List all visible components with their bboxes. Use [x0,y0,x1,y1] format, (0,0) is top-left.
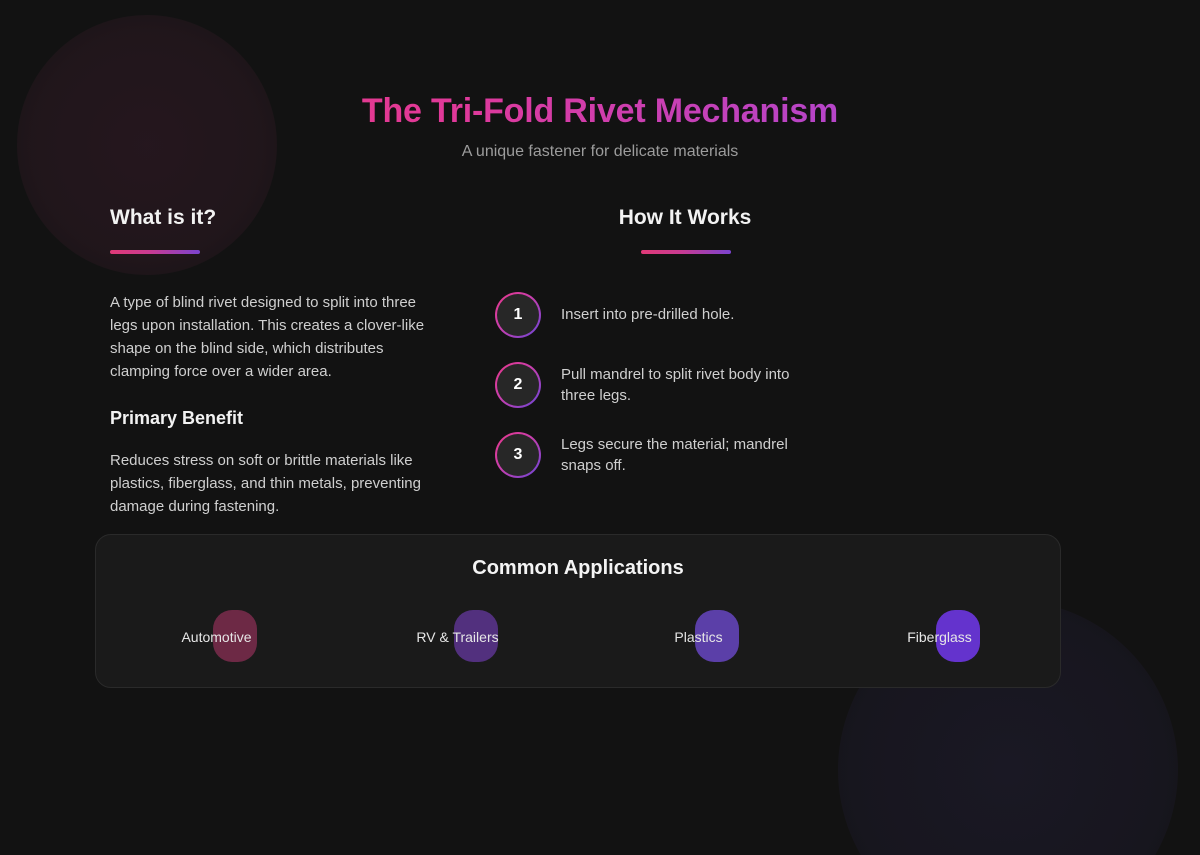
car-icon [212,610,257,662]
step-number: 2 [513,376,523,394]
content-columns: What is it? A type of blind rivet design… [0,205,1200,519]
step-description: Legs secure the material; mandrel snaps … [561,435,788,475]
common-applications-card: Common Applications Automotive RV & Trai… [95,534,1061,688]
trailer-icon [453,610,498,662]
page-title: The Tri-Fold Rivet Mechanism [0,92,1200,131]
step-number: 3 [513,446,523,464]
steps-list: 1 Insert into pre-drilled hole. 2 Pull m… [495,292,990,478]
fiberglass-icon [935,610,980,662]
step-number: 1 [513,306,523,324]
application-item-automotive[interactable]: Automotive [96,607,337,667]
page-subtitle: A unique fastener for delicate materials [461,143,739,161]
paragraph-definition: A type of blind rivet designed to split … [110,294,425,380]
step-number-badge: 2 [495,362,541,408]
accent-underline-right [640,250,731,255]
subheading-primary-benefit: Primary Benefit [110,408,244,429]
application-item-plastics[interactable]: Plastics [578,607,819,667]
application-label: RV & Trailers [416,629,499,645]
accent-underline-left [110,250,200,255]
section-heading-how-it-works: How It Works [618,206,752,229]
step-number-badge: 3 [495,432,541,478]
plastics-icon [694,610,739,662]
application-label: Automotive [181,629,252,645]
application-item-fiberglass[interactable]: Fiberglass [819,607,1060,667]
section-what-is-it: What is it? A type of blind rivet design… [0,205,430,519]
step-number-badge: 1 [495,292,541,338]
section-how-it-works: How It Works 1 Insert into pre-drilled h… [430,205,990,519]
step-description: Insert into pre-drilled hole. [561,306,735,324]
paragraph-benefit: Reduces stress on soft or brittle materi… [110,452,421,516]
step-item: 2 Pull mandrel to split rivet body into … [495,362,990,408]
application-label: Plastics [674,629,723,645]
step-description: Pull mandrel to split rivet body into th… [561,365,790,405]
step-item: 3 Legs secure the material; mandrel snap… [495,432,990,478]
applications-grid: Automotive RV & Trailers Plastics Fiberg… [96,607,1060,667]
section-heading-what-is-it: What is it? [110,206,217,229]
application-label: Fiberglass [907,629,972,645]
applications-heading: Common Applications [472,557,684,579]
step-item: 1 Insert into pre-drilled hole. [495,292,990,338]
application-item-rv-trailers[interactable]: RV & Trailers [337,607,578,667]
page-header: The Tri-Fold Rivet Mechanism A unique fa… [0,92,1200,161]
